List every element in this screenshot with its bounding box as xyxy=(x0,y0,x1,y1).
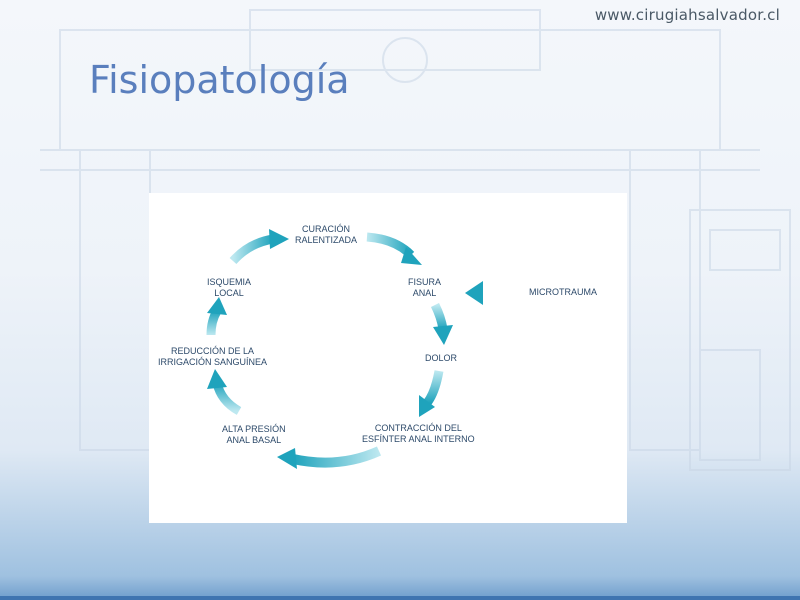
arrow-head xyxy=(419,395,435,417)
slide-title: Fisiopatología xyxy=(89,58,350,102)
arrow-dolor-to-contraccion xyxy=(423,370,444,406)
arrow-head xyxy=(269,229,289,249)
arrow-contraccion-to-presion xyxy=(291,446,382,468)
arrow-fisura-to-dolor xyxy=(430,302,448,330)
arrow-head xyxy=(401,247,422,265)
arrow-head xyxy=(277,448,297,469)
arrow-head xyxy=(433,325,453,345)
arrow-head xyxy=(207,369,227,389)
arrow-head xyxy=(207,297,227,315)
node-microtrauma: MICROTRAUMA xyxy=(529,287,597,297)
website-url: www.cirugiahsalvador.cl xyxy=(594,6,780,24)
arrow-isquemia-to-curacion xyxy=(229,234,274,265)
cycle-diagram xyxy=(206,229,519,469)
node-dolor: DOLOR xyxy=(425,353,458,363)
footer-bar xyxy=(0,596,800,600)
arrow-head xyxy=(465,281,483,305)
arrow-reduccion-to-isquemia xyxy=(206,308,221,336)
